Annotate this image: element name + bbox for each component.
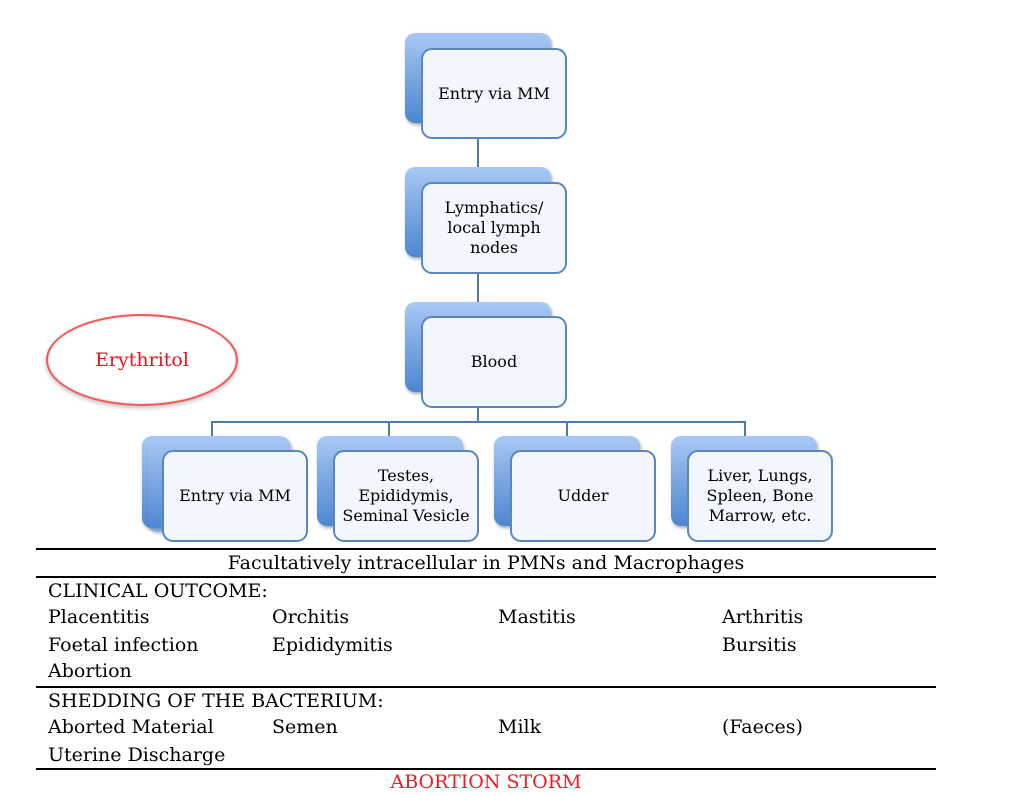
- erythritol-annotation: Erythritol: [46, 314, 238, 406]
- shedding-heading: SHEDDING OF THE BACTERIUM:: [48, 690, 384, 712]
- node-label: Testes, Epididymis, Seminal Vesicle: [342, 466, 470, 525]
- intracellular-note: Facultatively intracellular in PMNs and …: [227, 552, 745, 574]
- node-label: Lymphatics/ local lymph nodes: [444, 198, 544, 257]
- clinical-item: Bursitis: [722, 634, 797, 656]
- shedding-item: (Faeces): [722, 716, 803, 738]
- node-label: Blood: [470, 352, 518, 371]
- clinical-item: Orchitis: [272, 606, 350, 628]
- shedding-item: Semen: [272, 716, 338, 738]
- clinical-item: Foetal infection: [48, 634, 199, 656]
- clinical-item: Mastitis: [498, 606, 576, 628]
- connector-lymph-blood: [477, 273, 479, 317]
- clinical-item: Abortion: [48, 660, 132, 682]
- node-label: Liver, Lungs, Spleen, Bone Marrow, etc.: [706, 466, 814, 525]
- connector-branch-1: [211, 421, 213, 437]
- rule-after-clinical: [36, 686, 936, 688]
- clinical-item: Arthritis: [722, 606, 804, 628]
- node-label: Entry via MM: [438, 83, 550, 103]
- shedding-item: Uterine Discharge: [48, 744, 226, 766]
- clinical-item: Placentitis: [48, 606, 150, 628]
- rule-top: [36, 548, 936, 550]
- connector-branch-3: [566, 421, 568, 437]
- shedding-item: Milk: [498, 716, 542, 738]
- connector-branch-2: [388, 421, 390, 437]
- connector-branch-horizontal: [211, 421, 746, 423]
- clinical-heading: CLINICAL OUTCOME:: [48, 580, 268, 602]
- connector-entry-lymph: [477, 138, 479, 182]
- connector-branch-4: [744, 421, 746, 437]
- clinical-item: Epididymitis: [272, 634, 393, 656]
- node-label: Entry via MM: [179, 486, 291, 505]
- node-label: Udder: [557, 486, 609, 505]
- rule-bottom: [36, 768, 936, 770]
- shedding-item: Aborted Material: [48, 716, 214, 738]
- rule-after-note: [36, 576, 936, 578]
- annotation-label: Erythritol: [95, 349, 189, 371]
- connector-blood-down: [477, 407, 479, 422]
- abortion-storm-label: ABORTION STORM: [390, 771, 582, 793]
